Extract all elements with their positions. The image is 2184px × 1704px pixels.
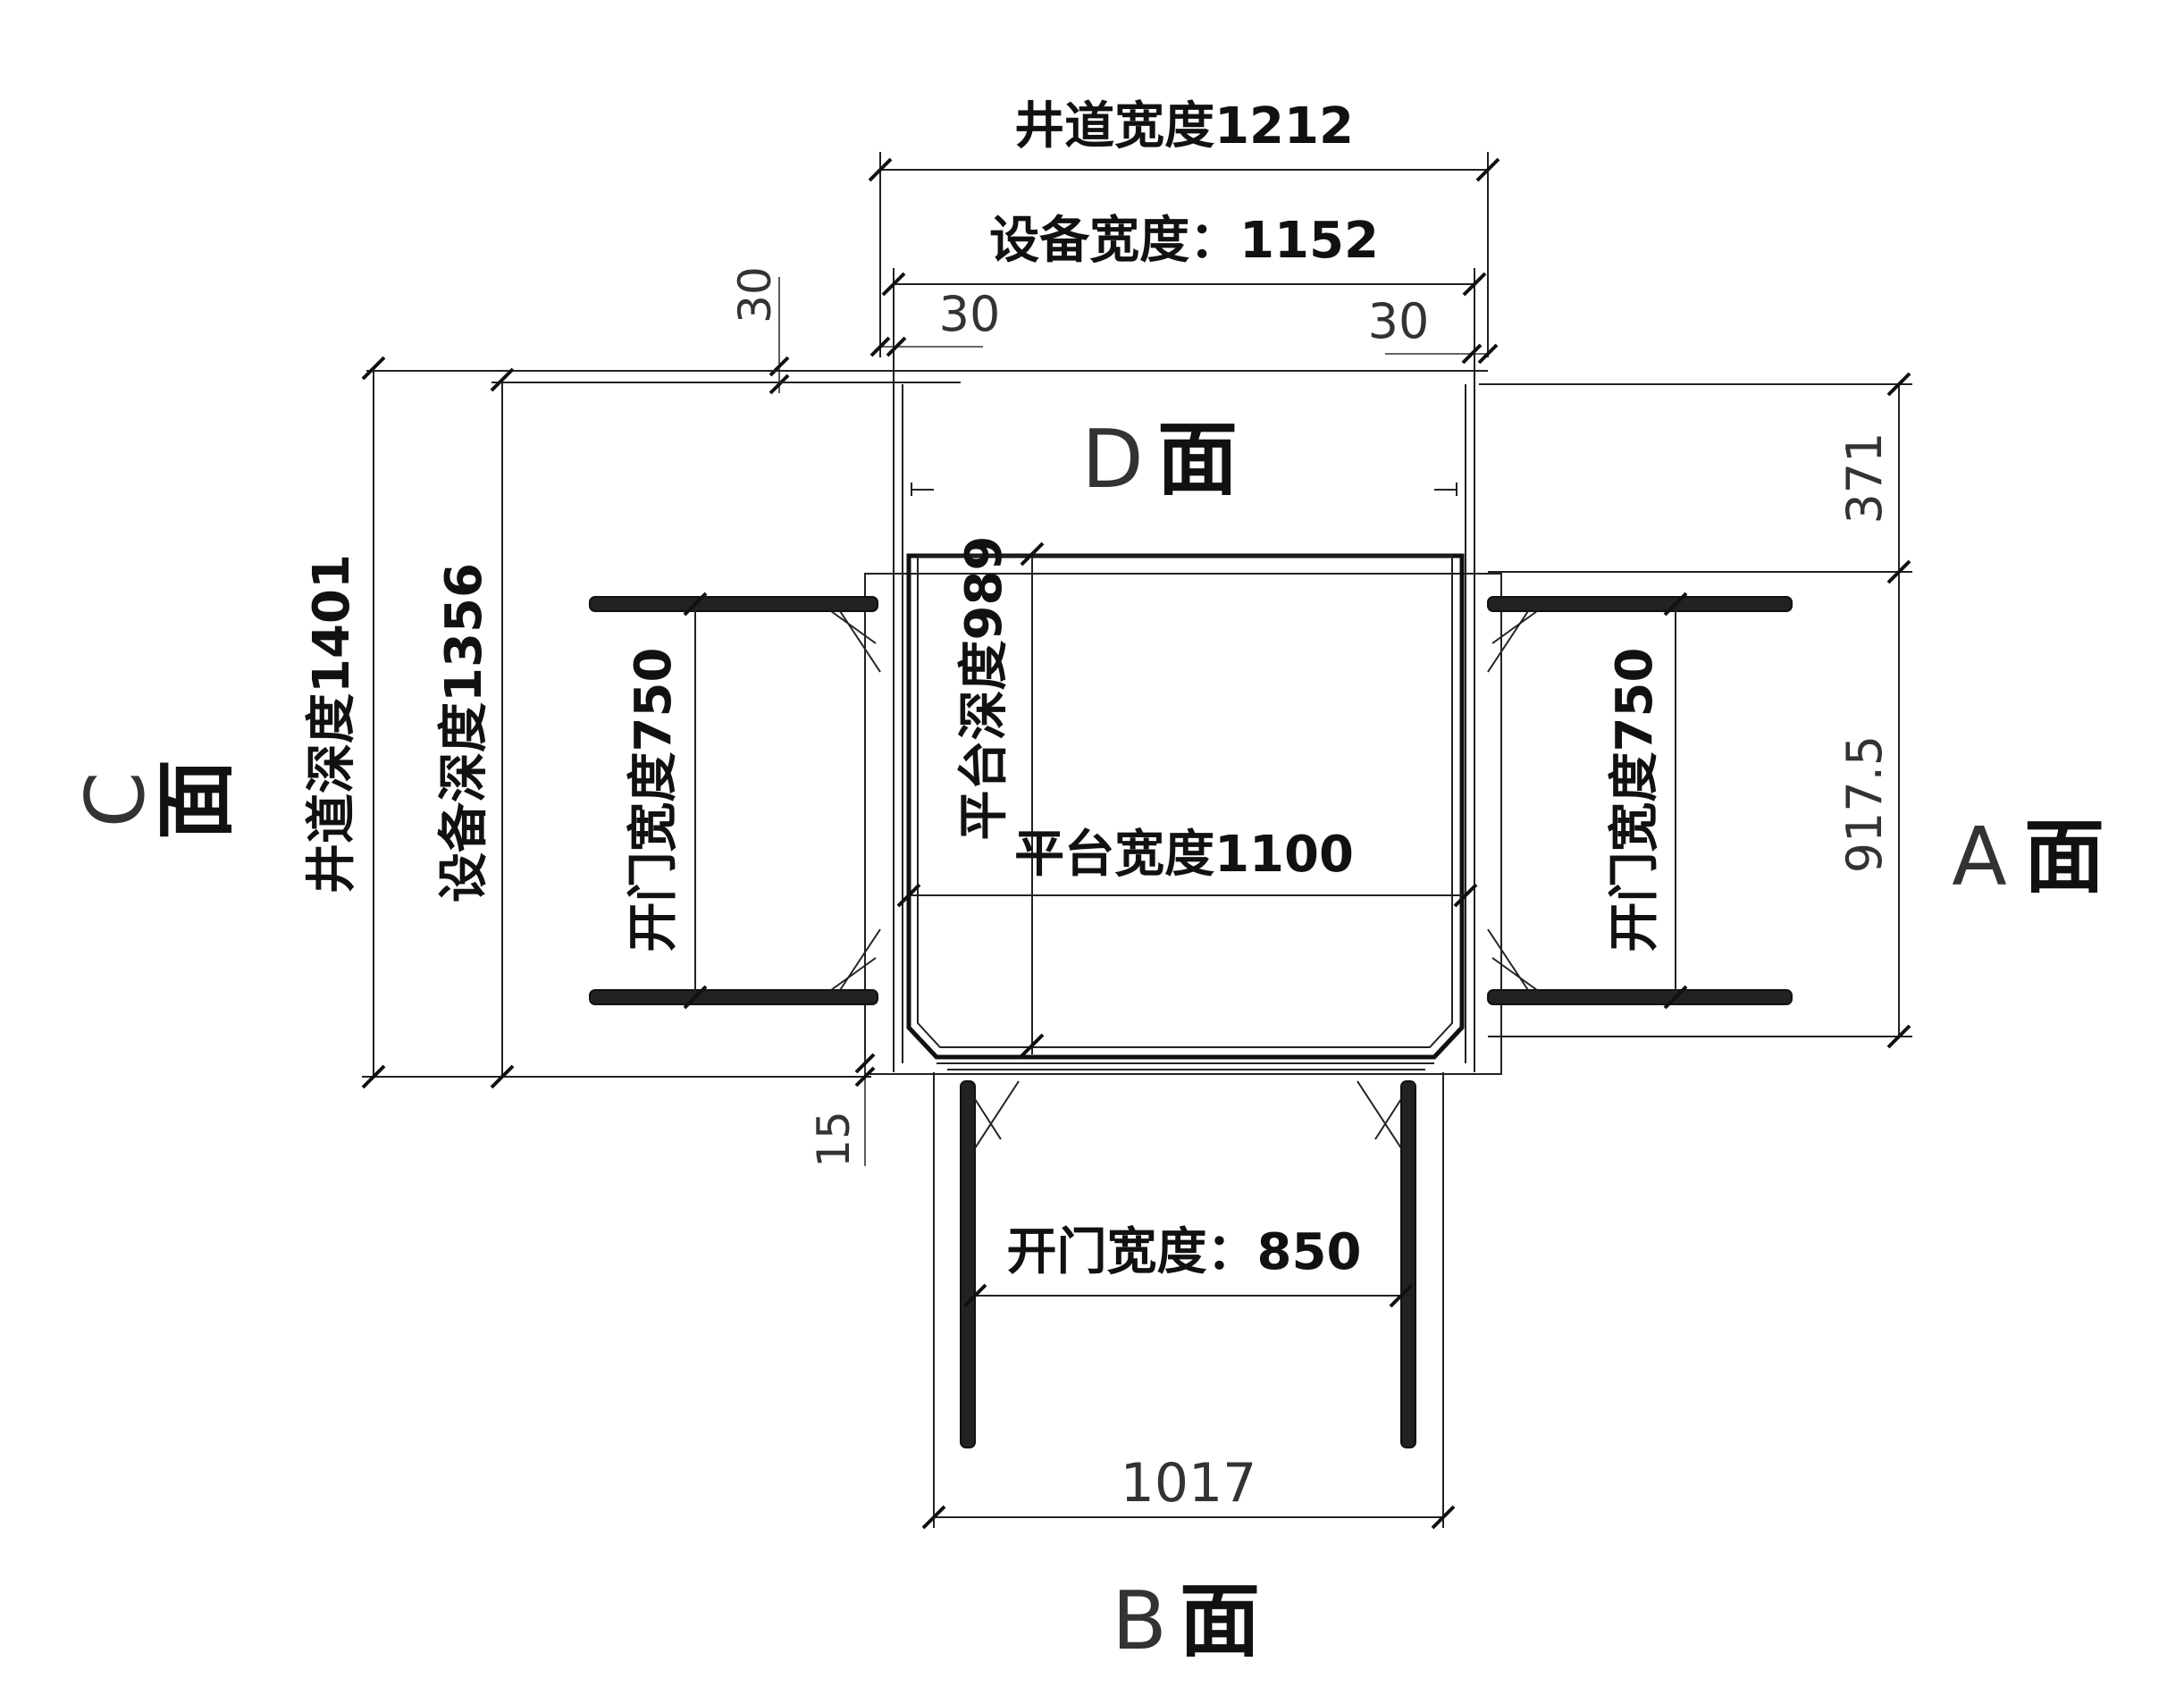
door-bottom: 开门宽度：850 [933,1072,1444,1528]
right-top-dimension-label: 371 [1836,432,1893,524]
door-right: 开门宽度750 [1487,592,1793,1010]
equipment-depth-label: 设备深度1356 [435,563,493,902]
door-width-left-label: 开门宽度750 [625,648,683,953]
offset-30-mid-left-label: 30 [939,286,1001,342]
offset-15-bottom-left: 15 [808,1053,876,1168]
face-label-c: C 面 [69,760,243,840]
bottom-width-dimension: 1017 [921,1452,1456,1530]
offset-30-mid-right-label: 30 [1368,293,1430,349]
shaft-width-dimension: 井道宽度1212 [868,97,1500,357]
face-d-letter: D [1081,413,1143,507]
shaft-walls [864,371,1502,1075]
door-left: 开门宽度750 [589,592,881,1010]
offset-15-label: 15 [808,1111,860,1168]
face-label-d: D 面 [1081,413,1238,507]
face-label-a: A 面 [1952,810,2104,904]
equipment-depth-dimension: 设备深度1356 [435,367,515,1089]
face-a-char: 面 [2024,810,2104,904]
offset-30-left-label: 30 [729,266,781,323]
shaft-depth-label: 井道深度1401 [303,554,361,894]
platform-depth-label: 平台深度989 [955,536,1013,841]
platform [906,553,1465,1070]
face-b-char: 面 [1180,1574,1260,1668]
offset-30-mid-right: 30 [1368,293,1499,365]
shaft-depth-dimension: 井道深度1401 [303,356,871,1089]
face-b-letter: B [1112,1574,1167,1668]
door-width-right-label: 开门宽度750 [1606,648,1664,953]
bottom-width-label: 1017 [1121,1452,1257,1515]
face-d-char: 面 [1157,413,1238,507]
right-dimensions: 371 917.5 [1488,372,1912,1049]
face-a-letter: A [1952,810,2007,904]
door-width-bottom-label: 开门宽度：850 [1007,1223,1362,1281]
shaft-width-label: 井道宽度1212 [1014,97,1354,155]
platform-depth-dimension: 平台深度989 [955,536,1045,1058]
equipment-width-label: 设备宽度：1152 [989,212,1379,270]
offset-30-left-vertical: 30 [729,266,790,395]
right-bottom-dimension-label: 917.5 [1836,735,1893,874]
platform-width-dimension: 平台宽度1100 [896,826,1478,908]
face-c-char: 面 [149,760,243,840]
face-label-b: B 面 [1112,1574,1260,1668]
equipment-width-dimension: 设备宽度：1152 [881,212,1487,375]
platform-width-label: 平台宽度1100 [1014,826,1354,884]
offset-30-mid-left: 30 [869,286,1001,357]
face-c-letter: C [69,772,163,828]
